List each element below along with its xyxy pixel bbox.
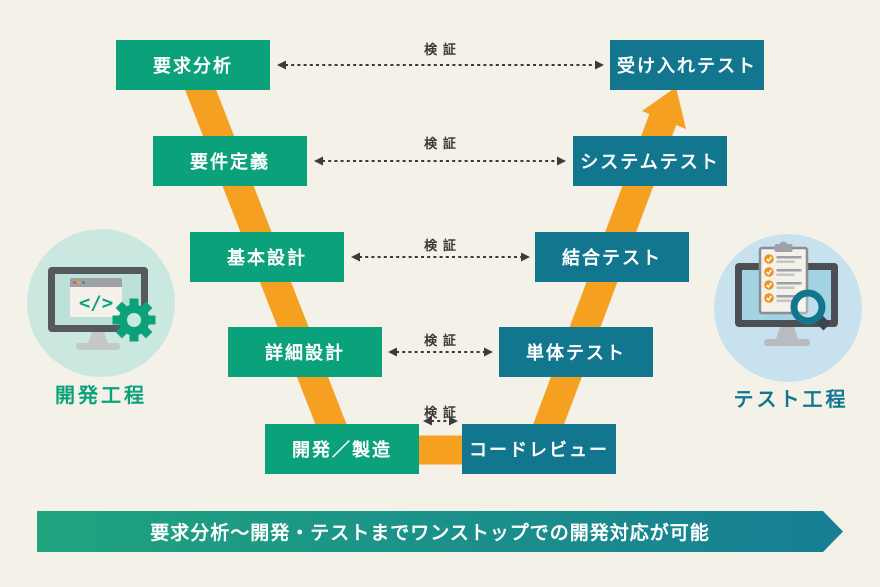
test-process-circle [714,234,862,382]
magnifier-icon [790,289,831,331]
dev-process-circle: </> [27,229,175,377]
stage-requirements-analysis: 要求分析 [116,40,270,90]
stage-detailed-design: 詳細設計 [228,327,382,377]
v-flow-arrowhead-icon [642,87,686,129]
checklist-rows [764,254,802,303]
verify-label-row1: 検証 [424,42,462,57]
browser-titlebar [70,278,122,287]
stage-development-manufacturing: 開発／製造 [265,424,419,474]
dev-monitor-code-gear-icon: </> [48,267,156,350]
stage-system-test: システムテスト [573,136,727,186]
code-glyph: </> [79,292,113,314]
verify-arrow-row1 [277,60,604,70]
dev-process-label: 開発工程 [55,385,147,407]
stage-code-review: コードレビュー [462,424,616,474]
verify-arrow-row2 [314,156,566,166]
one-stop-banner-text: 要求分析〜開発・テストまでワンストップでの開発対応が可能 [150,523,710,544]
test-monitor-checklist-magnifier-icon [735,241,838,346]
gear-icon [112,298,156,342]
stage-basic-design: 基本設計 [190,232,344,282]
verify-label-row3: 検証 [424,238,462,253]
stage-integration-test: 結合テスト [535,232,689,282]
stage-acceptance-test: 受け入れテスト [610,40,764,90]
one-stop-banner: 要求分析〜開発・テストまでワンストップでの開発対応が可能 [37,511,843,552]
verify-label-row4: 検証 [424,333,462,348]
stage-unit-test: 単体テスト [499,327,653,377]
verify-label-row2: 検証 [424,136,462,151]
verify-label-row5: 検証 [424,405,462,420]
test-process-label: テスト工程 [733,389,849,411]
browser-window [70,278,122,317]
stage-requirements-definition: 要件定義 [153,136,307,186]
